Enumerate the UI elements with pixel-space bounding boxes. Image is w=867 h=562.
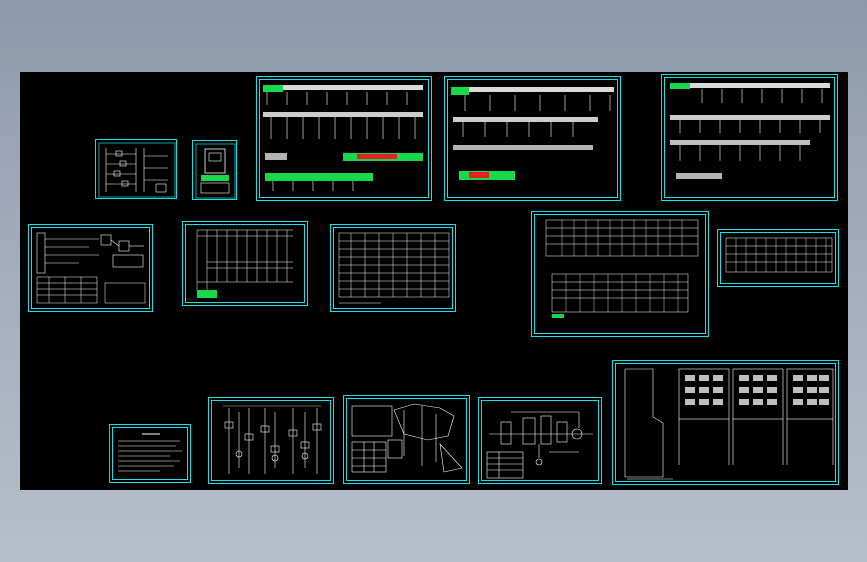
sheet-single-line-a[interactable] — [256, 76, 432, 201]
single-line-c-linework — [670, 83, 830, 179]
schedule-right-linework — [725, 237, 833, 273]
sheet-small-schematic[interactable] — [95, 139, 177, 199]
table-grid-linework — [196, 229, 293, 298]
sheet-double-schedule[interactable] — [531, 211, 709, 337]
plant-layout-linework — [351, 403, 463, 473]
terminal-table-linework — [338, 232, 450, 304]
circuit-columns-linework — [223, 405, 322, 474]
sheet-single-line-b[interactable] — [444, 76, 621, 201]
cabinet-linework — [195, 143, 236, 199]
drawing-canvas[interactable] — [20, 72, 848, 490]
sheet-single-line-c[interactable] — [661, 74, 838, 201]
sheet-table-grid[interactable] — [182, 221, 308, 306]
notes-linework — [118, 433, 182, 472]
sheet-control-wiring[interactable] — [28, 224, 153, 312]
sheet-panel-layout[interactable] — [612, 360, 839, 485]
sheet-circuit-columns[interactable] — [208, 397, 334, 484]
control-wiring-linework — [36, 232, 146, 304]
sheet-notes[interactable] — [109, 424, 191, 483]
sheet-plant-layout[interactable] — [343, 395, 470, 484]
double-schedule-linework — [545, 219, 699, 318]
single-line-a-linework — [263, 85, 423, 191]
sheet-terminal-table[interactable] — [330, 224, 456, 312]
sheet-process-diagram[interactable] — [478, 397, 602, 484]
schematic-linework — [98, 142, 176, 198]
sheet-cabinet-front[interactable] — [192, 140, 237, 200]
process-diagram-linework — [486, 411, 593, 479]
panel-layout-linework — [624, 368, 834, 480]
single-line-b-linework — [451, 87, 614, 180]
sheet-schedule-right[interactable] — [717, 229, 839, 287]
